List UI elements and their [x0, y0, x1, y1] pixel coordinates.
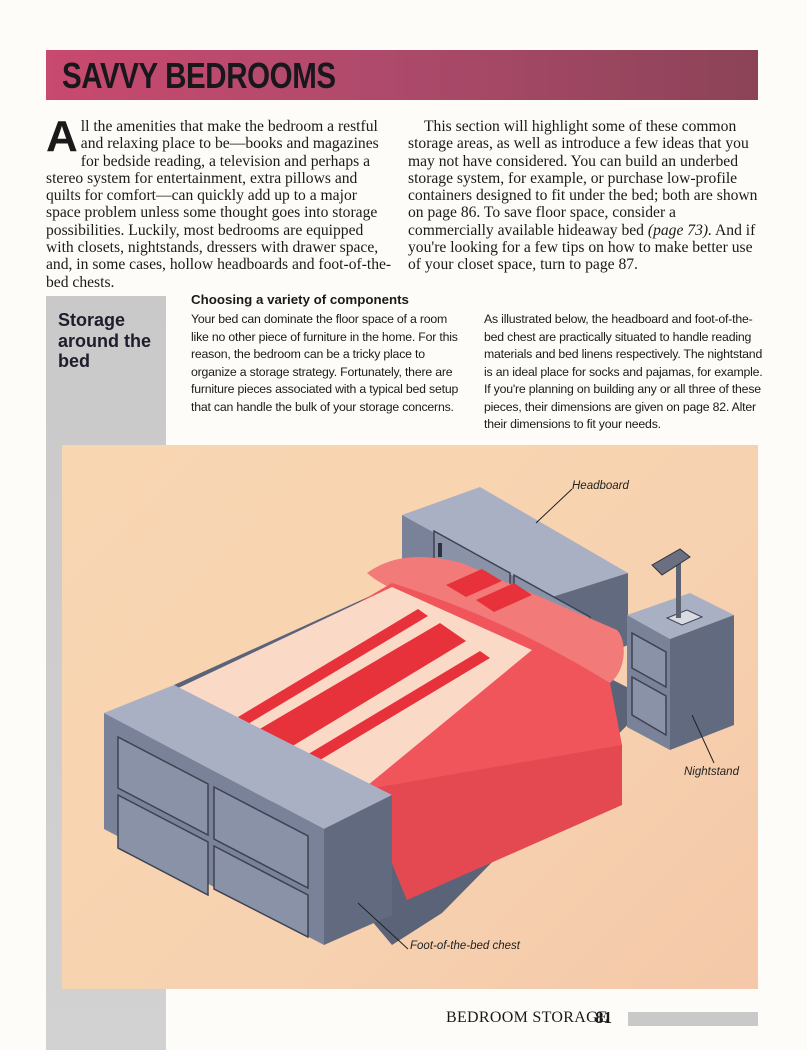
section-heading: Choosing a variety of components	[191, 292, 409, 307]
pillow-stripe-1	[446, 569, 502, 597]
stripe-thin-2	[300, 651, 490, 766]
pillow	[367, 557, 624, 683]
chest-drawer-1	[117, 735, 209, 837]
footer-bar	[628, 1012, 758, 1026]
stripe-wide	[258, 623, 466, 750]
stripe-thin-1	[238, 609, 428, 724]
page-title: SAVVY BEDROOMS	[62, 55, 336, 96]
leader-nightstand	[691, 714, 715, 764]
chest-drawer-3	[117, 793, 209, 897]
nightstand-side	[670, 615, 734, 750]
footer-section-label: BEDROOM STORAGE	[446, 1009, 608, 1026]
chest-top	[104, 685, 392, 829]
nightstand-drawer-1	[631, 631, 667, 689]
body-column-left: Your bed can dominate the floor space of…	[191, 311, 467, 416]
page-number: 81	[595, 1008, 612, 1027]
sidebar-title: Storage around the bed	[58, 310, 151, 371]
intro-right-column: This section will highlight some of thes…	[408, 118, 758, 274]
pillow-stripe-2	[476, 583, 532, 612]
bed-cover-side	[362, 745, 622, 900]
headboard-top	[402, 487, 628, 597]
label-foot-chest: Foot-of-the-bed chest	[410, 940, 520, 952]
leader-headboard	[535, 488, 573, 524]
lamp-arm	[676, 563, 681, 618]
drop-cap: A	[46, 112, 78, 161]
chest-drawer-4	[213, 844, 309, 939]
label-headboard: Headboard	[572, 480, 629, 492]
lamp-shade	[651, 548, 691, 576]
headboard-handle	[438, 543, 442, 557]
page-reference: (page 73).	[647, 221, 712, 239]
body-right-text: As illustrated below, the headboard and …	[484, 312, 763, 431]
nightstand-drawer-2	[631, 675, 667, 737]
chest-drawer-2	[213, 785, 309, 890]
intro-right-text-2: And if you're looking for a few tips on …	[408, 221, 756, 274]
body-column-right: As illustrated below, the headboard and …	[484, 311, 766, 434]
leader-chest	[357, 902, 409, 950]
title-banner	[46, 50, 758, 100]
chest-side	[324, 795, 392, 945]
bed-illustration	[62, 445, 758, 989]
bed-illustration-svg	[104, 487, 734, 950]
label-nightstand: Nightstand	[684, 766, 739, 778]
intro-right-text-1: This section will highlight some of thes…	[408, 118, 758, 239]
body-left-text: Your bed can dominate the floor space of…	[191, 312, 459, 414]
intro-left-text: ll the amenities that make the bedroom a…	[46, 118, 392, 291]
